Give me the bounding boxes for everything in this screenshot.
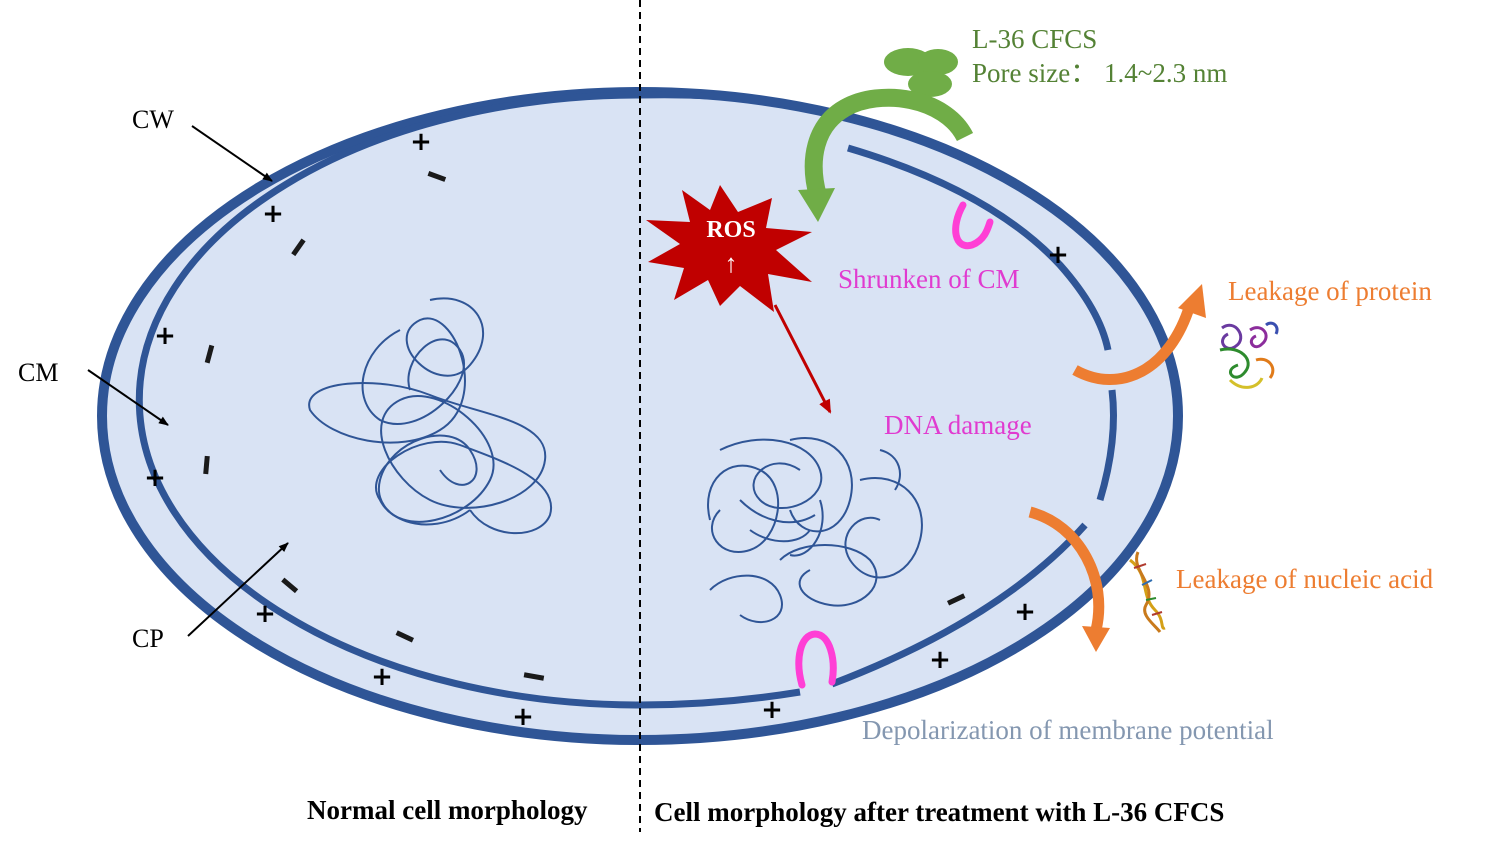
plus-charge: + — [929, 645, 951, 675]
protein-icon — [1219, 321, 1279, 389]
depolarization-label: Depolarization of membrane potential — [862, 715, 1274, 745]
minus-charge — [395, 630, 415, 643]
plus-charge: + — [1047, 240, 1069, 270]
caption-treated: Cell morphology after treatment with L-3… — [654, 797, 1224, 827]
plus-charge: + — [371, 662, 393, 692]
plus-charge: + — [1014, 597, 1036, 627]
plus-charge: + — [512, 702, 534, 732]
minus-charges — [203, 171, 966, 681]
minus-charge — [291, 238, 306, 257]
minus-charge — [946, 593, 966, 606]
dna-damage-label: DNA damage — [884, 410, 1032, 440]
minus-charge — [523, 672, 545, 681]
cell-membrane-left — [135, 91, 641, 709]
dna-helix-icon — [1129, 551, 1166, 633]
minus-charge — [204, 344, 215, 364]
ros-label: ROS — [706, 217, 755, 243]
leak-protein-label: Leakage of protein — [1228, 276, 1432, 306]
shrunken-membrane-bottom — [795, 630, 837, 689]
pore-size-label: Pore size： 1.4~2.3 nm — [972, 58, 1227, 88]
minus-charge — [203, 455, 210, 475]
plus-charge: + — [262, 199, 284, 229]
nucleic-leak-arrow — [1028, 506, 1110, 652]
plus-charge: + — [761, 695, 783, 725]
shrunken-membrane-top — [952, 201, 994, 250]
ros-increase-arrow: ↑ — [725, 249, 738, 278]
cfcs-entry-arrow — [798, 88, 974, 222]
plus-charge: + — [154, 321, 176, 351]
cm-label: CM — [18, 358, 58, 387]
leak-nucleic-label: Leakage of nucleic acid — [1176, 564, 1434, 594]
caption-normal: Normal cell morphology — [307, 795, 588, 825]
plus-charge: + — [144, 463, 166, 493]
ros-burst — [646, 185, 812, 312]
plus-charge: + — [410, 127, 432, 157]
ros-to-dna-arrow — [773, 304, 832, 414]
surface-charges: + + + + + + + + + + + — [144, 127, 1069, 732]
minus-charge — [427, 171, 447, 182]
cell-membrane-right — [639, 91, 1117, 709]
shrunken-cm-label: Shrunken of CM — [838, 264, 1020, 294]
cfcs-name-label: L-36 CFCS — [972, 24, 1097, 54]
dna-damaged — [707, 437, 923, 624]
cw-pointer — [191, 125, 273, 182]
cw-label: CW — [132, 105, 174, 134]
cfcs-particles — [884, 48, 958, 97]
dna-intact — [308, 297, 553, 535]
cp-pointer — [187, 542, 289, 637]
cm-pointer — [87, 369, 169, 426]
cp-label: CP — [132, 624, 164, 653]
plus-charge: + — [254, 599, 276, 629]
minus-charge — [281, 577, 299, 594]
protein-leak-arrow — [1072, 284, 1206, 385]
